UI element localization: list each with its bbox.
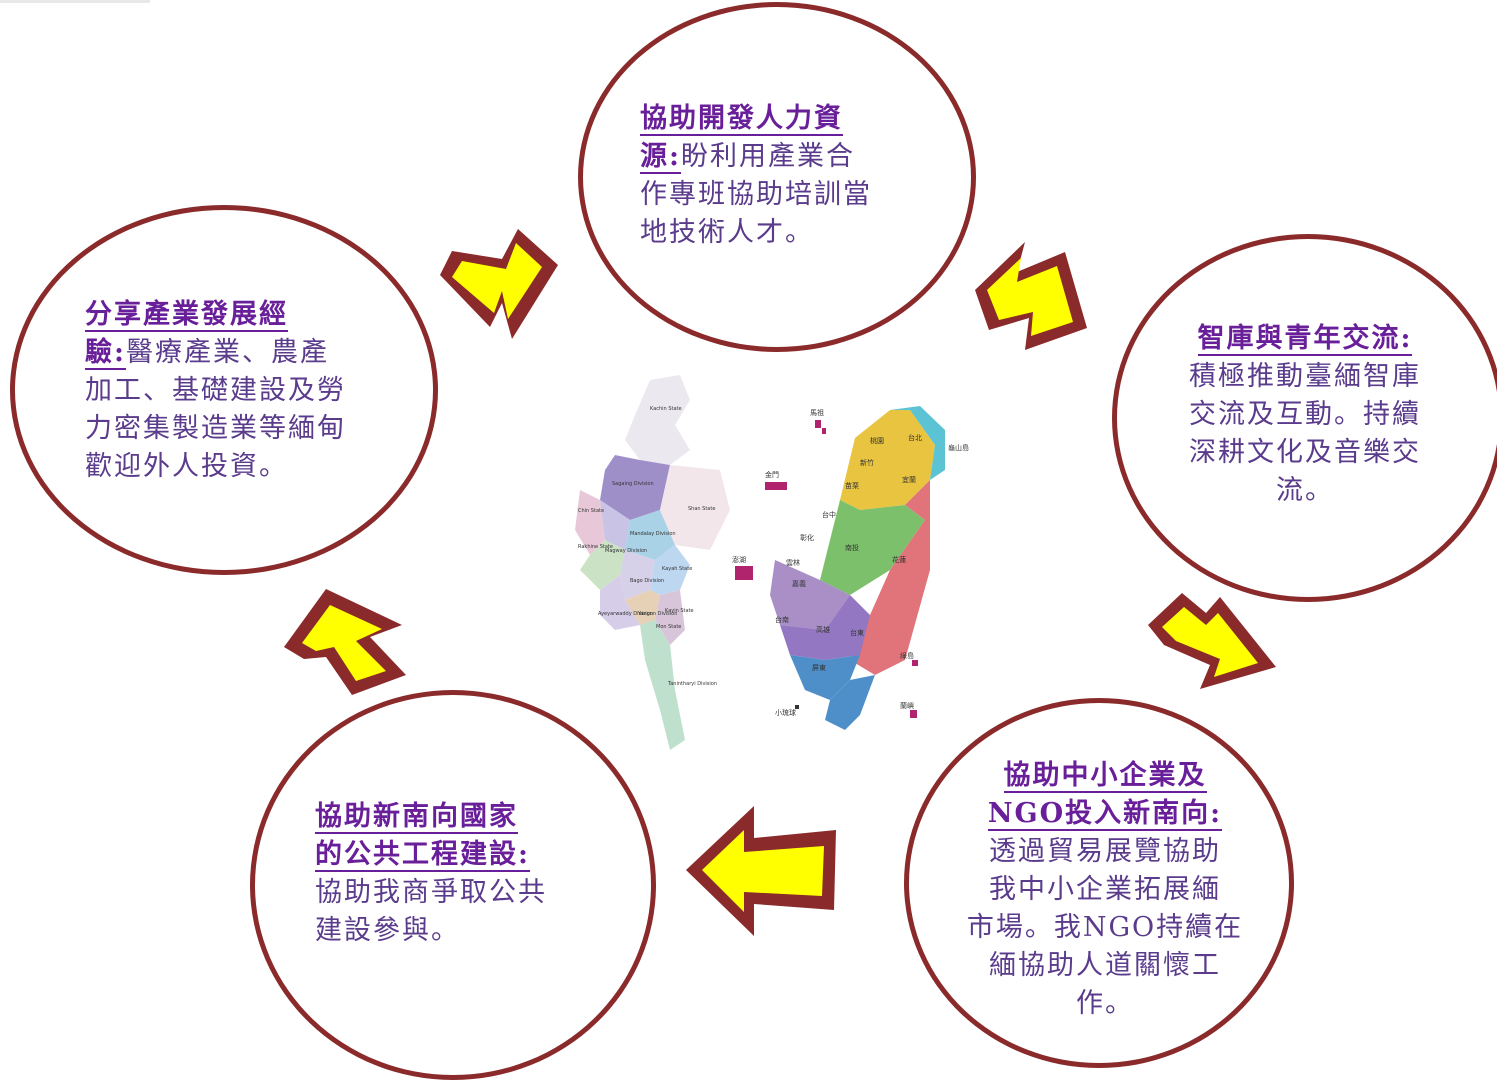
taiwan-label: 新竹 — [860, 458, 874, 467]
taiwan-label: 台北 — [908, 433, 922, 442]
node-public-works-text: 協助新南向國家 的公共工程建設: 協助我商爭取公共 建設參與。 — [315, 798, 615, 950]
taiwan-label: 小琉球 — [775, 708, 796, 717]
arrow-left-to-top — [440, 229, 558, 339]
taiwan-label: 彰化 — [800, 533, 814, 542]
node-body: 透過貿易展覽協助 — [989, 836, 1221, 867]
node-body: 加工、基礎建設及勞 — [85, 375, 346, 406]
myanmar-label: Kayah State — [662, 566, 692, 572]
taiwan-label: 高雄 — [816, 625, 830, 634]
top-edge-bar — [0, 0, 150, 3]
node-think-tank-text: 智庫與青年交流: 積極推動臺緬智庫 交流及互動。持續 深耕文化及音樂交 流。 — [1160, 320, 1450, 510]
node-body: 醫療產業、農產 — [125, 337, 329, 368]
node-heading: 協助新南向國家 — [315, 801, 518, 834]
taiwan-label: 嘉義 — [792, 579, 806, 588]
taiwan-label: 綠島 — [900, 651, 914, 660]
taiwan-label: 台中 — [822, 510, 836, 519]
node-sme-ngo — [904, 698, 1294, 1068]
node-heading: 協助中小企業及 — [1003, 760, 1207, 793]
node-body: 我中小企業拓展緬 — [989, 874, 1221, 905]
myanmar-label: Sagaing Division — [612, 481, 654, 487]
node-heading: 協助開發人力資 — [640, 103, 843, 136]
myanmar-label: Tanintharyi Division — [667, 681, 717, 687]
myanmar-label: Yangon Division — [637, 611, 677, 617]
taiwan-label: 台東 — [850, 628, 864, 637]
arrow-top-to-right — [975, 242, 1087, 350]
node-body: 地技術人才。 — [640, 217, 814, 248]
myanmar-label: Mandalay Division — [630, 531, 676, 537]
myanmar-label: Ayeyarwaddy Division — [598, 611, 653, 617]
node-body: 作。 — [1076, 988, 1134, 1019]
node-body: 作專班協助培訓當 — [640, 179, 872, 210]
node-body: 積極推動臺緬智庫 — [1189, 361, 1421, 392]
node-body: 市場。我NGO持續在 — [966, 912, 1244, 943]
node-human-resources — [578, 2, 976, 352]
taiwan-label: 雲林 — [786, 558, 800, 567]
node-body: 交流及互動。持續 — [1189, 399, 1421, 430]
node-industry-experience — [10, 205, 438, 575]
myanmar-taiwan-map: Kachin State Sagaing Division Shan State… — [575, 375, 969, 750]
taiwan-label: 金門 — [765, 470, 779, 479]
myanmar-label: Shan State — [688, 506, 715, 512]
taiwan-label: 澎湖 — [732, 555, 746, 564]
myanmar-label: Magway Division — [605, 548, 647, 554]
taiwan-label: 苗栗 — [845, 482, 859, 490]
myanmar-map: Kachin State Sagaing Division Shan State… — [575, 375, 730, 750]
node-body: 建設參與。 — [315, 915, 460, 946]
myanmar-label: Chin State — [578, 508, 604, 514]
myanmar-label: Kachin State — [650, 406, 682, 412]
arrow-bottom-right-to-bottom-left — [686, 806, 836, 936]
taiwan-label: 桃園 — [870, 436, 884, 445]
myanmar-label: Rakhine State — [578, 544, 613, 550]
node-human-resources-text: 協助開發人力資 源:盼利用產業合 作專班協助培訓當 地技術人才。 — [640, 100, 930, 252]
node-heading: 智庫與青年交流: — [1197, 323, 1413, 356]
node-body: 力密集製造業等緬甸 — [85, 413, 346, 444]
node-body: 歡迎外人投資。 — [85, 451, 288, 482]
node-heading: 分享產業發展經 — [85, 299, 288, 332]
myanmar-label: Bago Division — [630, 578, 664, 584]
node-body: 緬協助人道關懷工 — [989, 950, 1221, 981]
node-body: 深耕文化及音樂交 — [1189, 437, 1421, 468]
taiwan-label: 龜山島 — [948, 443, 969, 452]
node-heading: 源: — [640, 141, 681, 174]
taiwan-label: 台南 — [775, 615, 789, 624]
myanmar-label: Kayin State — [665, 608, 694, 614]
taiwan-label: 南投 — [845, 543, 859, 552]
taiwan-label: 蘭嶼 — [900, 701, 914, 710]
taiwan-label: 宜蘭 — [902, 475, 916, 484]
taiwan-label: 屏東 — [812, 663, 826, 672]
node-think-tank — [1112, 234, 1497, 602]
node-heading: NGO投入新南向: — [987, 798, 1223, 831]
myanmar-label: Mon State — [656, 624, 681, 630]
arrow-bottom-left-to-left — [284, 589, 406, 695]
arrow-right-to-bottom-right — [1148, 593, 1276, 689]
taiwan-label: 花蓮 — [892, 555, 906, 564]
taiwan-label: 馬祖 — [810, 408, 824, 417]
node-body: 盼利用產業合 — [680, 141, 855, 172]
node-body: 協助我商爭取公共 — [315, 877, 547, 908]
node-sme-ngo-text: 協助中小企業及 NGO投入新南向: 透過貿易展覽協助 我中小企業拓展緬 市場。我… — [960, 757, 1250, 1023]
node-body: 流。 — [1276, 475, 1334, 506]
node-heading: 的公共工程建設: — [315, 839, 530, 872]
taiwan-map: 馬祖 金門 澎湖 桃園 台北 新竹 苗栗 宜蘭 龜山島 台中 彰化 南投 花蓮 … — [732, 406, 969, 730]
node-industry-experience-text: 分享產業發展經 驗:醫療產業、農產 加工、基礎建設及勞 力密集製造業等緬甸 歡迎… — [85, 296, 385, 486]
node-heading: 驗: — [85, 337, 126, 370]
